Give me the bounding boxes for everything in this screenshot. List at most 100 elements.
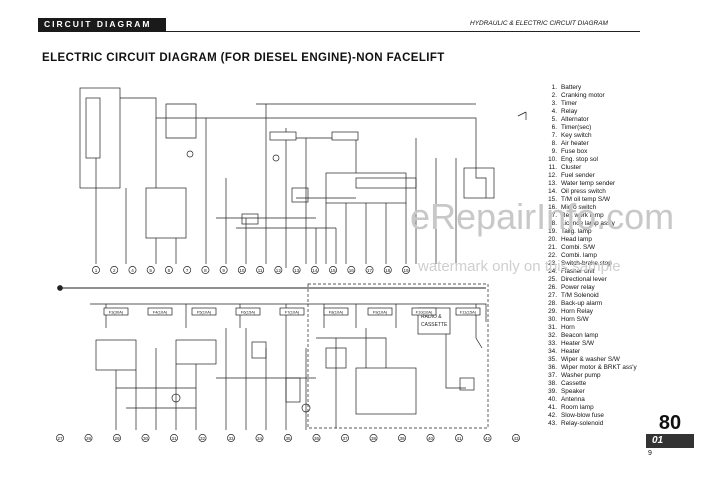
upper-wiring xyxy=(79,87,527,268)
legend-item: 42.Slow-blow fuse xyxy=(546,412,666,420)
callout-number: 15 xyxy=(330,268,336,273)
callout-number: 10 xyxy=(239,268,245,273)
legend-item-label: Licence lamp ass'y xyxy=(561,220,615,227)
legend-item-label: Directional lever xyxy=(561,276,607,283)
legend-item-number: 28. xyxy=(548,300,557,307)
callout-circle xyxy=(110,266,119,274)
legend-item-number: 8. xyxy=(551,140,557,147)
page-section: 01 xyxy=(646,434,694,448)
legend-item-number: 17. xyxy=(548,212,557,219)
legend-item-number: 21. xyxy=(548,244,557,251)
callout-circle xyxy=(369,434,378,442)
legend-item-label: Battery xyxy=(561,84,582,91)
legend-item-number: 27. xyxy=(548,292,557,299)
legend-item: 6.Timer(sec) xyxy=(546,124,666,132)
legend-item-number: 10. xyxy=(548,156,557,163)
legend-item-number: 25. xyxy=(548,276,557,283)
callout-circle xyxy=(365,266,374,274)
legend-item-number: 16. xyxy=(548,204,557,211)
callout-number: 33 xyxy=(228,436,234,441)
callout-number: 16 xyxy=(349,268,355,273)
legend-item-label: Slow-blow fuse xyxy=(561,412,604,419)
legend-item: 19.Tailg. lamp xyxy=(546,228,666,236)
legend-item-number: 38. xyxy=(548,380,557,387)
lower-wiring xyxy=(60,287,487,430)
legend-item-number: 23. xyxy=(548,260,557,267)
fuse-label: F8(10A) xyxy=(329,310,344,315)
legend-item-label: Eng. stop sol xyxy=(561,156,598,163)
legend-item-label: Horn xyxy=(561,324,575,331)
legend-item-label: Relay xyxy=(561,108,578,115)
legend-item: 18.Licence lamp ass'y xyxy=(546,220,666,228)
watermark-line-1: eRepairInfo.com xyxy=(410,196,675,237)
legend-item-label: Back-up alarm xyxy=(561,300,603,307)
section-header-bar: CIRCUIT DIAGRAM xyxy=(38,18,166,32)
fuse-label: F4(10A) xyxy=(153,310,168,315)
legend-item-number: 41. xyxy=(548,404,557,411)
fuse-label: F11(15A) xyxy=(460,310,477,315)
callout-circle xyxy=(164,266,173,274)
callout-number: 18 xyxy=(385,268,391,273)
legend-item: 37.Washer pump xyxy=(546,372,666,380)
legend-item-number: 7. xyxy=(551,132,557,139)
callout-number: 32 xyxy=(200,436,206,441)
callout-number: 38 xyxy=(371,436,377,441)
legend-item: 31.Horn xyxy=(546,324,666,332)
callout-circle xyxy=(141,434,150,442)
callout-circle xyxy=(512,434,520,442)
header-right-label: HYDRAULIC & ELECTRIC CIRCUIT DIAGRAM xyxy=(470,20,608,27)
page-number-box: 80 01 xyxy=(646,412,694,448)
legend-item-label: T/M oil temp S/W xyxy=(561,196,611,203)
fuse-label-row: F3(30A)F4(10A)F5(10A)F6(15A)F7(10A)F8(10… xyxy=(103,307,481,316)
legend-item-label: Washer pump xyxy=(561,372,601,379)
fuse-box xyxy=(367,307,393,316)
legend-item-label: Beacon lamp xyxy=(561,332,599,339)
legend-item: 28. Back-up alarm xyxy=(546,300,666,308)
legend-item: 15.T/M oil temp S/W xyxy=(546,196,666,204)
callout-circle xyxy=(146,266,155,274)
legend-item-label: Alternator xyxy=(561,116,589,123)
legend-item: 35.Wiper & washer S/W xyxy=(546,356,666,364)
legend-item-number: 13. xyxy=(548,180,557,187)
legend-item-label: Tailg. lamp xyxy=(561,228,592,235)
legend-item-label: Switch-brake stop xyxy=(561,260,612,267)
radio-label-1: RADIO & xyxy=(421,314,442,320)
legend-item-number: 11. xyxy=(548,164,557,171)
legend-item-label: Horn Relay xyxy=(561,308,593,315)
legend-item-number: 26. xyxy=(548,284,557,291)
legend-item: 38.Cassette xyxy=(546,380,666,388)
callout-number: 30 xyxy=(143,436,149,441)
fuse-box xyxy=(103,307,129,316)
legend-item: 12.Fuel sender xyxy=(546,172,666,180)
legend-item-number: 39. xyxy=(548,388,557,395)
legend-item: 25. Directional lever xyxy=(546,276,666,284)
legend-item-label: Combi. lamp xyxy=(561,252,597,259)
fuse-box xyxy=(323,307,349,316)
legend-item-label: Micro switch xyxy=(561,204,597,211)
legend-item: 4.Relay xyxy=(546,108,666,116)
legend-item-number: 30. xyxy=(548,316,557,323)
legend-item-number: 24. xyxy=(548,268,557,275)
legend-item-number: 36. xyxy=(548,364,557,371)
callout-number: 41 xyxy=(456,436,462,441)
legend-item-number: 33. xyxy=(548,340,557,347)
callout-number: 36 xyxy=(314,436,320,441)
legend-item-label: Power relay xyxy=(561,284,595,291)
callout-number: 43 xyxy=(513,436,519,441)
legend-item-number: 2. xyxy=(551,92,557,99)
watermark-line-2: watermark only on this sample xyxy=(418,258,621,275)
legend-item: 2.Cranking motor xyxy=(546,92,666,100)
upper-fuses xyxy=(269,131,417,189)
legend-item-label: T/M Solenoid xyxy=(561,292,599,299)
legend-item: 20.Head lamp xyxy=(546,236,666,244)
legend-item-label: Timer(sec) xyxy=(561,124,592,131)
legend-item-number: 3. xyxy=(551,100,557,107)
callout-number: 37 xyxy=(342,436,348,441)
callout-circle xyxy=(310,266,319,274)
legend-item-label: Water temp sender xyxy=(561,180,616,187)
legend-item-label: Speaker xyxy=(561,388,585,395)
header-rule xyxy=(166,31,640,32)
legend-item: 14.Oil press switch xyxy=(546,188,666,196)
